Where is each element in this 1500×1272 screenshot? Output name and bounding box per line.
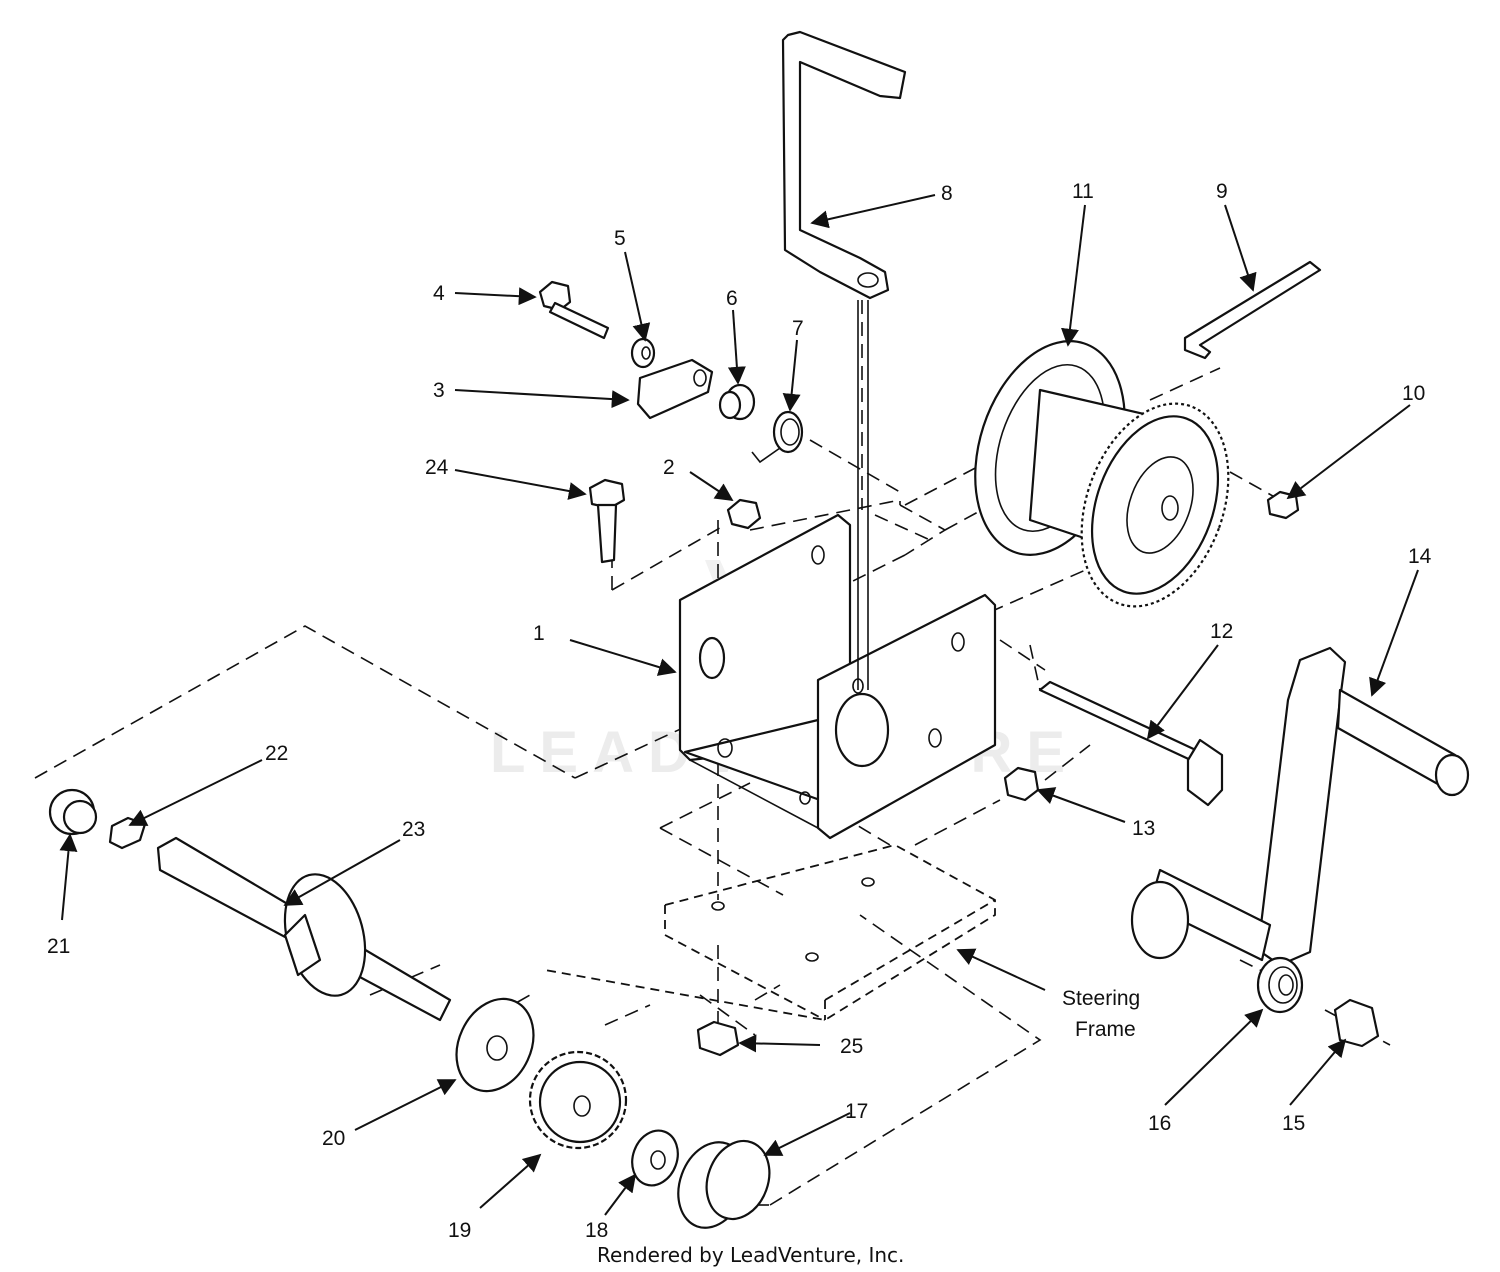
part-11-drum <box>974 340 1230 608</box>
callout-13: 13 <box>1132 817 1155 840</box>
callout-12: 12 <box>1210 620 1233 643</box>
part-1-bracket <box>678 513 997 840</box>
part-14-crank <box>1130 646 1470 967</box>
callout-6: 6 <box>726 287 738 310</box>
steering-frame-label: Steering Frame <box>1062 987 1140 1041</box>
callout-16: 16 <box>1148 1112 1171 1135</box>
part-12-bolt <box>1038 680 1224 807</box>
part-10-nut <box>1266 490 1300 520</box>
callout-5: 5 <box>614 227 626 250</box>
part-20-washer <box>455 997 535 1093</box>
part-25-nut <box>696 1020 740 1057</box>
part-21-bushing <box>48 788 98 836</box>
callout-24: 24 <box>425 456 449 479</box>
callout-7: 7 <box>792 317 804 340</box>
part-24-bolt <box>588 478 626 564</box>
leader-lines <box>59 194 1419 1216</box>
callout-4: 4 <box>433 282 445 305</box>
callout-23: 23 <box>402 818 425 841</box>
callout-18: 18 <box>585 1219 608 1242</box>
callout-15: 15 <box>1282 1112 1305 1135</box>
steering-frame-label-line1: Steering <box>1062 987 1140 1010</box>
part-2-nut <box>726 498 762 530</box>
part-19-gear <box>528 1050 628 1150</box>
callout-11: 11 <box>1072 180 1094 203</box>
steering-frame <box>544 844 996 1021</box>
part-15-cap-nut <box>1333 998 1380 1048</box>
callout-1: 1 <box>533 622 545 645</box>
part-9-rod <box>1183 260 1322 360</box>
part-5-washer <box>630 337 656 369</box>
part-22-clip <box>108 816 147 850</box>
callout-17: 17 <box>845 1100 868 1123</box>
part-8-lever <box>781 30 907 690</box>
part-18-washer <box>631 1129 679 1187</box>
part-7-spring <box>751 410 804 464</box>
callout-2: 2 <box>663 456 675 479</box>
credit-text: Rendered by LeadVenture, Inc. <box>597 1243 904 1267</box>
callout-14: 14 <box>1408 545 1432 568</box>
callout-10: 10 <box>1402 382 1425 405</box>
callout-8: 8 <box>941 182 953 205</box>
callout-19: 19 <box>448 1219 471 1242</box>
callout-22: 22 <box>265 742 288 765</box>
part-6-bushing <box>718 383 756 421</box>
callout-21: 21 <box>47 935 70 958</box>
part-3-pawl <box>636 358 714 420</box>
callout-3: 3 <box>433 379 445 402</box>
part-17-bushing <box>677 1139 771 1229</box>
callout-9: 9 <box>1216 180 1228 203</box>
callout-20: 20 <box>322 1127 345 1150</box>
part-23-shaft <box>156 836 452 1022</box>
callout-25: 25 <box>840 1035 863 1058</box>
callout-labels: 1 2 3 4 5 6 7 8 9 10 11 12 13 14 15 16 1… <box>47 180 1432 1242</box>
part-16-spring <box>1256 956 1304 1014</box>
steering-frame-label-line2: Frame <box>1075 1018 1136 1041</box>
part-4-bolt <box>538 280 610 340</box>
